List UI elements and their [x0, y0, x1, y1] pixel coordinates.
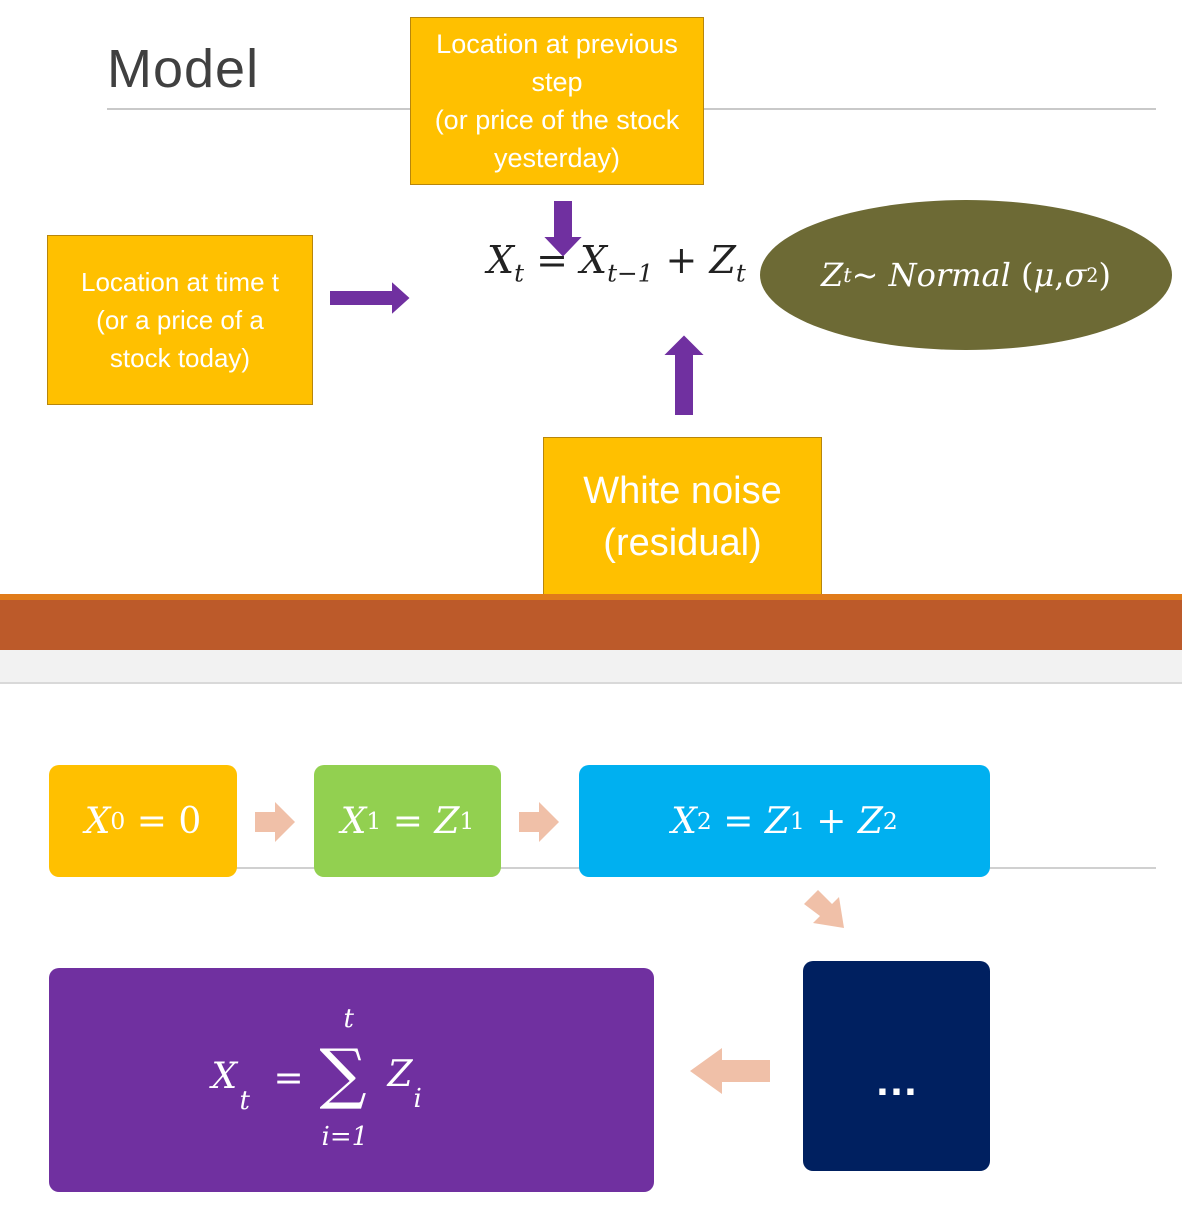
eq-term2-sub: t	[735, 258, 746, 288]
eq-equals: =	[536, 238, 568, 282]
x0-sub: 0	[110, 807, 126, 835]
eq-lhs: X	[487, 238, 515, 282]
dist-comma: ,	[1054, 256, 1065, 294]
white-noise-line2: (residual)	[603, 522, 762, 564]
sum-upper: t	[343, 1004, 354, 1034]
x2-plus: + Z	[816, 800, 883, 842]
eq-lhs-sub: t	[514, 258, 524, 288]
sum-box: X t = t ∑ i=1 Z i	[49, 968, 654, 1192]
previous-step-line4: yesterday)	[493, 143, 621, 173]
dist-tilde: ~	[851, 256, 879, 294]
dist-open: (	[1020, 256, 1034, 294]
random-walk-equation: Xt = Xt−1 + Zt	[487, 238, 746, 288]
dist-name: Normal	[888, 256, 1011, 294]
current-time-line1: Location at time t	[81, 267, 279, 297]
eq-term2: Z	[709, 238, 736, 282]
previous-step-line3: (or price of the stock	[434, 105, 680, 135]
previous-step-line2: step	[531, 67, 583, 97]
current-time-line3: stock today)	[109, 343, 251, 373]
white-noise-line1: White noise	[583, 470, 782, 512]
x1-var: X	[340, 800, 367, 842]
chain-arrow-2-icon	[519, 802, 559, 842]
chain-arrow-1-icon	[255, 802, 295, 842]
ellipsis-box: …	[803, 961, 990, 1171]
x2-rhs: = Z	[723, 800, 790, 842]
sum-equals: =	[273, 1058, 304, 1099]
eq-term1: X	[580, 238, 608, 282]
eq-term1-sub: t−1	[607, 258, 654, 288]
sum-term-sub: i	[413, 1084, 422, 1114]
x2-rhs-sub: 1	[789, 807, 805, 835]
x1-rhs: = Z	[392, 800, 460, 842]
previous-step-box: Location at previous step (or price of t…	[410, 17, 704, 185]
arrow-down-icon	[540, 199, 586, 260]
x1-rhs-sub: 1	[459, 807, 475, 835]
chain-arrow-down-icon	[804, 890, 844, 928]
x2-var: X	[671, 800, 697, 842]
dist-sigma: σ	[1064, 256, 1087, 294]
dist-close: )	[1098, 256, 1111, 294]
sum-formula: X t = t ∑ i=1 Z i	[212, 1000, 482, 1160]
white-noise-box: White noise (residual)	[543, 437, 822, 597]
sum-var-sub: t	[239, 1086, 250, 1116]
title-rule-left	[107, 108, 410, 110]
arrow-right-icon	[328, 278, 413, 318]
slide-title: Model	[107, 39, 260, 99]
chain-arrow-left-icon	[690, 1048, 770, 1094]
dist-var: Z	[821, 256, 844, 294]
sum-sigma: ∑	[319, 1035, 367, 1112]
x1-sub: 1	[366, 807, 382, 835]
ellipsis-text: …	[874, 1056, 919, 1105]
arrow-up-icon	[660, 332, 708, 417]
x0-rhs: = 0	[136, 800, 202, 842]
x0-var: X	[84, 800, 111, 842]
x2-plus-sub: 2	[882, 807, 898, 835]
dist-mu: μ	[1033, 256, 1055, 294]
current-time-line2: (or a price of a	[96, 305, 264, 335]
current-time-box: Location at time t (or a price of a stoc…	[47, 235, 313, 405]
previous-step-line1: Location at previous	[436, 29, 678, 59]
sum-var: X	[211, 1056, 238, 1097]
sum-lower: i=1	[321, 1122, 369, 1152]
sum-term: Z	[387, 1054, 413, 1095]
eq-plus: +	[665, 238, 698, 282]
dist-var-sub: t	[843, 263, 852, 287]
slide-separator-gray	[0, 650, 1182, 684]
dist-sigma-sup: 2	[1086, 263, 1099, 287]
slide-separator-band	[0, 594, 1182, 650]
x2-sub: 2	[696, 807, 712, 835]
title-rule-right	[703, 108, 1156, 110]
